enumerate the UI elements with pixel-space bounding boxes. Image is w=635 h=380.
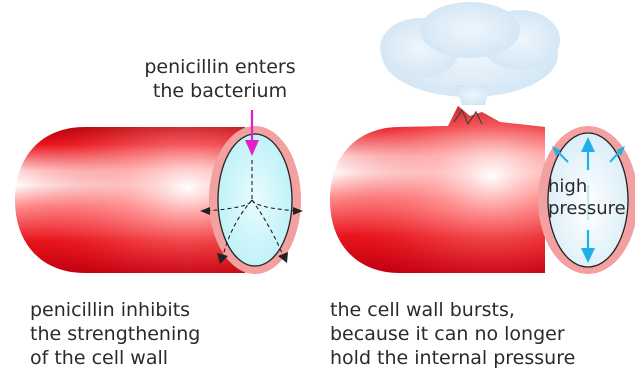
high-pressure-label: high pressure [548,176,626,220]
enter-label-line-1: penicillin enters [138,55,302,79]
right-caption-line-3: hold the internal pressure [330,346,575,370]
left-caption-line-3: of the cell wall [30,346,200,370]
penicillin-enters-label: penicillin enters the bacterium [138,55,302,103]
right-caption-line-2: because it can no longer [330,322,575,346]
pressure-label-line-1: high [548,176,626,198]
left-caption: penicillin inhibits the strengthening of… [30,298,200,370]
left-bacterium [15,110,303,274]
right-caption-line-1: the cell wall bursts, [330,298,575,322]
right-bacterium [330,2,635,274]
left-caption-line-2: the strengthening [30,322,200,346]
enter-label-line-2: the bacterium [138,79,302,103]
left-caption-line-1: penicillin inhibits [30,298,200,322]
right-caption: the cell wall bursts, because it can no … [330,298,575,370]
pressure-label-line-2: pressure [548,198,626,220]
burst-cloud [380,2,560,105]
left-cell-interior [218,134,292,266]
